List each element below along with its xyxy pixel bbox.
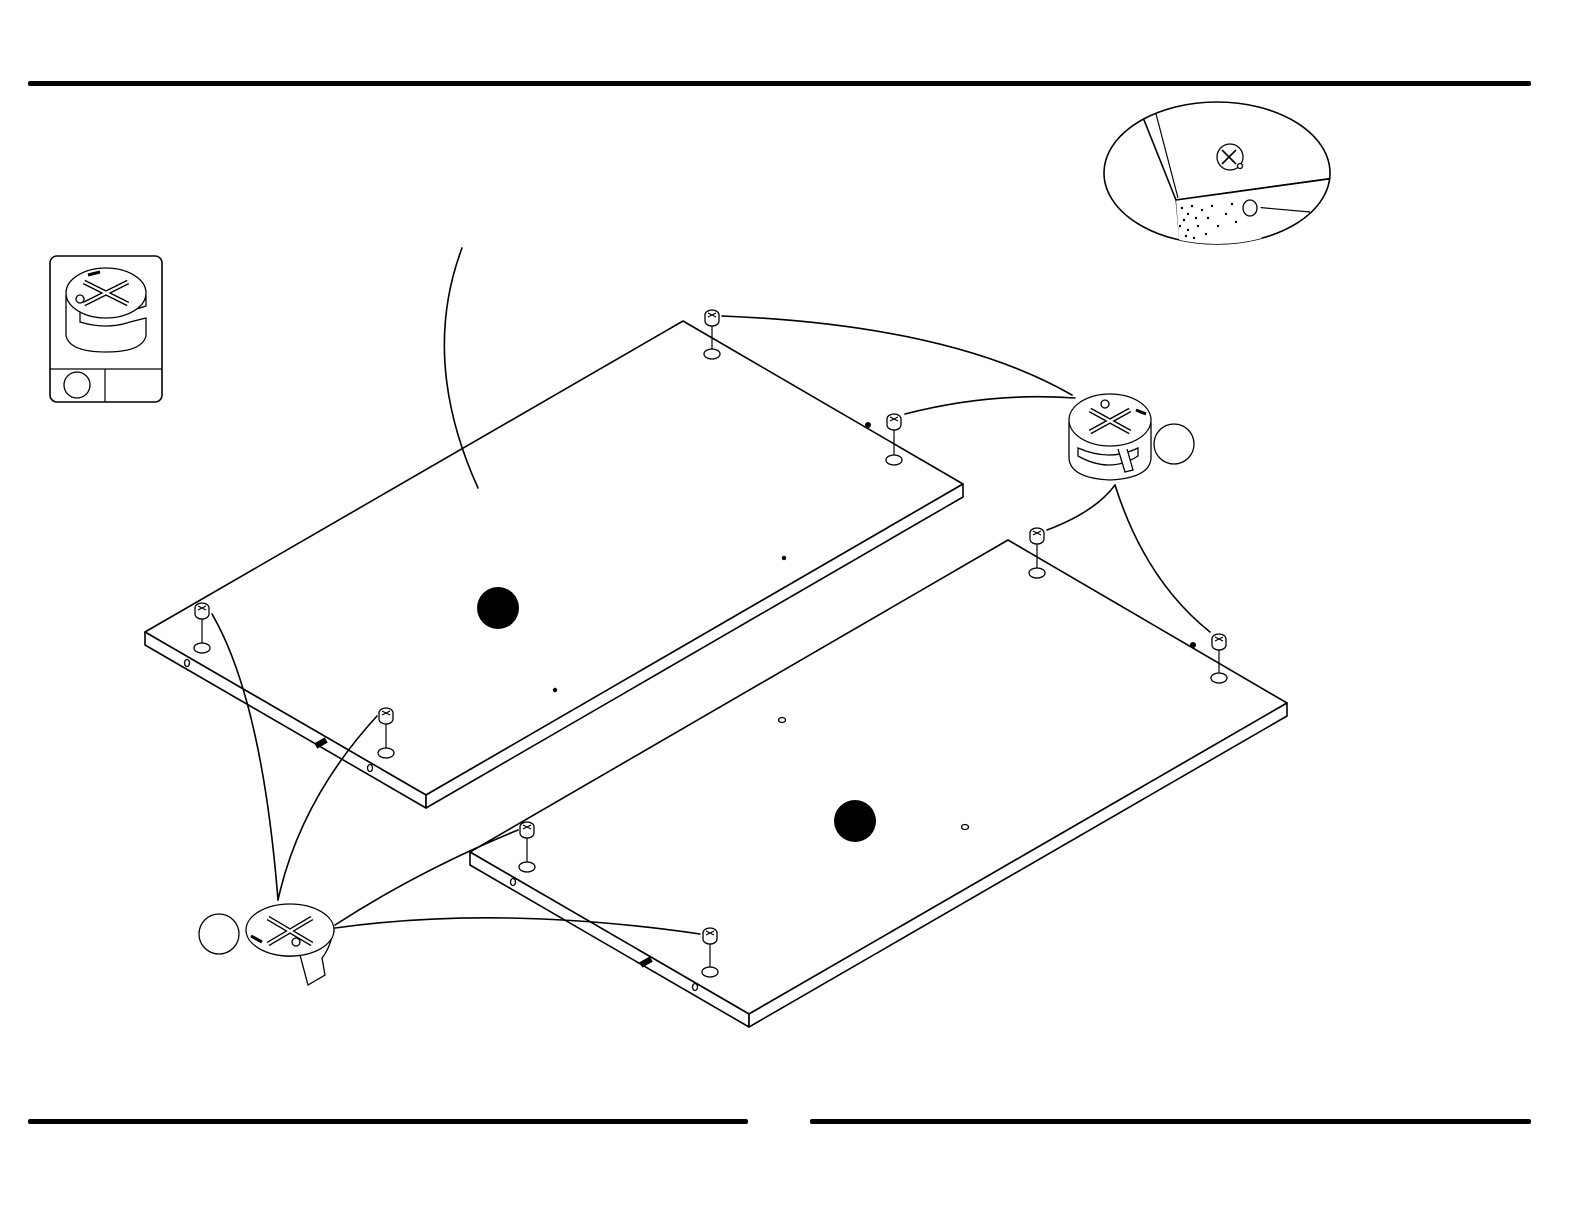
edge-hole [693,984,698,991]
upper-panel-label-marker [477,587,519,629]
edge-hole [368,765,373,772]
cam-placement [886,414,902,465]
upper-panel-dot [553,688,557,692]
edge-hole [511,879,516,886]
edge-hole [865,422,871,428]
edge-hole [185,660,190,667]
upper-panel-dot [782,556,786,560]
lower-panel-hole [779,718,786,723]
edge-hole [1190,642,1196,648]
cross-screw-detail-icon [1104,102,1335,250]
part-letter-circle-right [1154,424,1194,464]
part-letter-circle-left [199,914,239,954]
cam-lock-icon [1069,394,1151,480]
cam-lock-icon [66,268,146,352]
parts-legend [50,256,162,402]
legend-letter-circle [64,372,90,398]
cam-placement [1211,634,1227,683]
cam-lock-icon [246,904,334,985]
lower-panel-hole [962,825,969,830]
lower-panel-label-marker [834,800,876,842]
